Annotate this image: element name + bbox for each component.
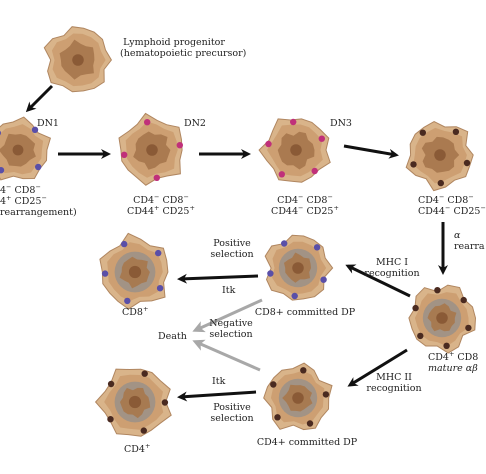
receptor-icon — [31, 126, 39, 133]
receptor-icon — [265, 140, 272, 148]
receptor-icon — [141, 370, 148, 377]
receptor-icon — [320, 276, 327, 283]
arrow-dp-to-cd8-committed — [345, 264, 411, 298]
dn4-markers: CD4− CD8− CD44− CD25− — [418, 192, 486, 217]
receptor-icon — [161, 399, 169, 406]
receptor-icon — [101, 270, 109, 277]
dn1-markers: 4− CD8− 4+ CD25− rearrangement) — [0, 182, 77, 218]
cells — [0, 26, 477, 437]
negative-selection-label: Negative selection — [209, 318, 253, 340]
receptor-icon — [443, 342, 450, 349]
receptor-icon — [311, 167, 318, 175]
receptor-icon — [460, 296, 467, 304]
itk-label-1: Itk — [222, 285, 236, 296]
dn2-name: DN2 — [184, 118, 206, 129]
receptor-icon — [278, 171, 285, 178]
receptor-icon — [290, 118, 297, 126]
receptor-icon — [156, 285, 164, 292]
arrow-dn3-to-dn4 — [343, 144, 399, 159]
dn2-markers: CD4− CD8− CD44+ CD25+ — [127, 192, 195, 217]
positive-selection-label: Positive selection — [210, 238, 254, 260]
rearrangement-partial-label: α rearra — [454, 230, 485, 252]
receptor-icon — [121, 151, 128, 158]
receptor-icon — [140, 427, 147, 434]
arrow-progenitor-to-dn1 — [25, 84, 54, 113]
receptor-icon — [0, 167, 5, 174]
arrow-dp-to-cd4-committed — [347, 348, 408, 387]
receptor-icon — [417, 332, 424, 340]
dn3-name: DN3 — [330, 118, 352, 129]
receptor-icon — [410, 161, 417, 168]
receptor-icon — [306, 420, 314, 427]
receptor-icon — [322, 391, 330, 398]
dp-label: CD4+ CD8 mature αβ — [428, 349, 479, 374]
cell-dn1 — [0, 116, 52, 181]
cd4-single-label: CD4+ — [124, 441, 151, 455]
receptor-icon — [270, 381, 277, 388]
arrow-cd8-committed-to-cd8 — [177, 273, 259, 284]
arrow-cd8-committed-to-death — [192, 298, 263, 333]
receptor-icon — [281, 240, 288, 247]
arrows — [25, 84, 448, 402]
receptor-icon — [107, 380, 115, 388]
receptor-icon — [153, 174, 160, 181]
receptor-icon — [465, 324, 472, 332]
receptor-icon — [437, 179, 444, 187]
arrow-cd4-committed-to-death — [192, 339, 261, 372]
receptor-icon — [434, 287, 441, 294]
receptor-icon — [419, 129, 426, 136]
diagram-artwork — [0, 26, 477, 437]
receptor-icon — [463, 159, 471, 167]
mhc1-label: MHC I recognition — [364, 257, 420, 279]
cell-cd8-committed — [264, 234, 334, 301]
progenitor-label: Lymphoid progenitor (hematopoietic precu… — [120, 37, 247, 59]
cd8-committed-label: CD8+ committed DP — [254, 307, 356, 318]
cd8-single-label: CD8+ — [122, 304, 149, 318]
itk-label-2: Itk — [212, 376, 226, 387]
receptor-icon — [274, 414, 281, 421]
receptor-icon — [267, 270, 274, 277]
cd4-committed-label: CD4+ committed DP — [256, 437, 358, 448]
dn1-name: DN1 — [37, 118, 59, 129]
cell-cd4 — [94, 368, 172, 437]
receptor-icon — [0, 130, 1, 136]
dn3-markers: CD4− CD8− CD44− CD25+ — [271, 192, 339, 217]
cell-dn3 — [258, 118, 331, 183]
cell-cd8 — [99, 232, 169, 310]
death-label: Death — [158, 331, 187, 342]
receptor-icon — [155, 249, 162, 257]
cell-dp — [408, 284, 477, 354]
receptor-icon — [107, 416, 114, 423]
receptor-icon — [291, 292, 298, 300]
receptor-icon — [313, 244, 321, 251]
receptor-icon — [412, 304, 419, 312]
cell-progenitor — [43, 26, 113, 93]
cell-cd4-committed — [263, 362, 333, 431]
receptor-icon — [300, 367, 307, 374]
mhc2-label: MHC II recognition — [366, 372, 422, 394]
receptor-icon — [176, 142, 183, 149]
thymocyte-development-diagram: Lymphoid progenitor (hematopoietic precu… — [0, 26, 486, 455]
receptor-icon — [144, 119, 151, 126]
positive-selection-label-2: Positive selection — [210, 402, 254, 424]
receptor-icon — [124, 297, 131, 305]
receptor-icon — [318, 135, 325, 142]
cell-dn4 — [405, 121, 474, 192]
receptor-icon — [121, 240, 128, 248]
receptor-icon — [35, 163, 42, 171]
arrow-cd4-committed-to-cd4 — [177, 390, 257, 402]
cell-dn2 — [118, 112, 183, 186]
receptor-icon — [452, 128, 460, 135]
